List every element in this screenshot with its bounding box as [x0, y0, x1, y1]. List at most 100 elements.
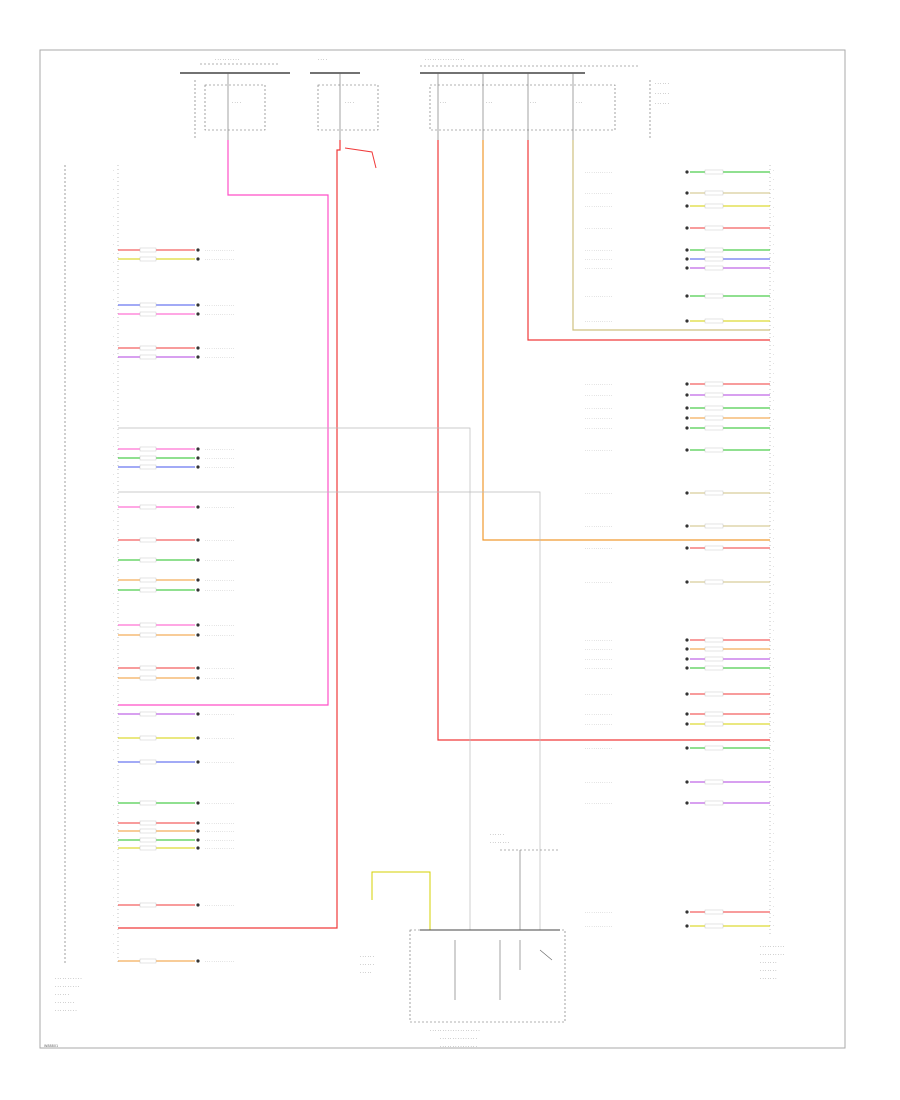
wire-tag [704, 381, 724, 387]
destination-label: · · · · · · · · · · · · · [585, 781, 612, 785]
destination-label: · · · · · · · · · · · · · [585, 547, 612, 551]
left-module-label: · · · · · · · · · · · · · · · · · · · · … [55, 976, 82, 1013]
pin-tick: · [773, 565, 774, 569]
red-short-wire [344, 147, 377, 169]
destination-label: · · · · · · · · · · · · · · [205, 448, 234, 452]
svg-text:· · · · · · · · · · · · · · ·: · · · · · · · · · · · · · · · [440, 1036, 477, 1041]
pin-tick: · [773, 896, 774, 900]
wire-tag [139, 354, 157, 360]
connector-dot [196, 578, 200, 582]
pin-tick: · [113, 463, 114, 467]
wire-tag [139, 711, 157, 717]
pin-tick: · [773, 767, 774, 771]
svg-text:· · ·: · · · [530, 100, 536, 105]
pin-tick: · [113, 730, 114, 734]
pin-tick: · [773, 905, 774, 909]
connector-dot [685, 924, 689, 928]
pin-tick: · [113, 629, 114, 633]
pin-tick: · [773, 316, 774, 320]
wire-tag [704, 800, 724, 806]
pin-tick: · [773, 675, 774, 679]
connector-dot [685, 406, 689, 410]
svg-text:· · · · · · ·: · · · · · · · [760, 968, 777, 973]
pin-tick: · [773, 390, 774, 394]
wire-tag [704, 545, 724, 551]
pin-tick: · [773, 657, 774, 661]
svg-text:· · · · · · · · · · ·: · · · · · · · · · · · [55, 976, 82, 981]
pin-tick: · [773, 923, 774, 927]
pin-tick: · [113, 592, 114, 596]
connector-dot [685, 448, 689, 452]
wire-tag [139, 902, 157, 908]
red-feed-wire-top [527, 140, 770, 341]
pin-tick: · [113, 482, 114, 486]
pin-tick: · [113, 362, 114, 366]
connector-dot [685, 319, 689, 323]
destination-label: · · · · · · · · · · · · · · [205, 847, 234, 851]
pin-tick: · [113, 169, 114, 173]
svg-text:· · · ·: · · · · [232, 100, 241, 105]
pin-tick: · [773, 169, 774, 173]
connector-dot [196, 666, 200, 670]
destination-label: · · · · · · · · · · · · · · [205, 822, 234, 826]
pin-tick: · [773, 739, 774, 743]
destination-label: · · · · · · · · · · · · · [585, 667, 612, 671]
pin-tick: · [113, 243, 114, 247]
diagram-frame [39, 49, 846, 1049]
fuse-box [180, 63, 651, 140]
pin-tick: · [113, 298, 114, 302]
svg-text:· · · · · · · · ·: · · · · · · · · · [55, 1008, 77, 1013]
connector-dot [196, 447, 200, 451]
destination-label: · · · · · · · · · · · · · · [205, 313, 234, 317]
connector-dot [685, 546, 689, 550]
pin-tick: · [113, 859, 114, 863]
destination-label: · · · · · · · · · · · · · [585, 192, 612, 196]
pin-tick: · [113, 316, 114, 320]
destination-label: · · · · · · · · · · · · · [585, 492, 612, 496]
left-wire-stubs: · · · · · · · · · · · · · · · · · · · · ·… [118, 247, 234, 964]
pin-tick: · [773, 279, 774, 283]
pin-tick: · [773, 381, 774, 385]
svg-text:· · ·: · · · [486, 100, 492, 105]
pin-tick: · [113, 822, 114, 826]
connector-dot [196, 257, 200, 261]
pin-tick: · [113, 776, 114, 780]
pin-tick: · [113, 749, 114, 753]
destination-label: · · · · · · · · · · · · · [585, 171, 612, 175]
connector-dot [685, 910, 689, 914]
destination-label: · · · · · · · · · · · · · [585, 267, 612, 271]
wire-tag [704, 656, 724, 662]
pin-tick: · [113, 647, 114, 651]
destination-label: · · · · · · · · · · · · · · [205, 579, 234, 583]
pin-tick: · [113, 519, 114, 523]
pin-tick: · [773, 509, 774, 513]
pin-tick: · [773, 519, 774, 523]
pin-tick: · [113, 758, 114, 762]
pin-tick: · [113, 427, 114, 431]
pin-tick: · [773, 555, 774, 559]
pin-tick: · [773, 261, 774, 265]
svg-text:· · · · · · · · · ·: · · · · · · · · · · [215, 57, 239, 62]
wire-tag [704, 711, 724, 717]
pin-tick: · [773, 592, 774, 596]
pin-tick: · [113, 528, 114, 532]
pin-tick: · [773, 206, 774, 210]
connector-dot [196, 676, 200, 680]
connector-dot [196, 846, 200, 850]
wire-tag [139, 302, 157, 308]
connector-dot [196, 760, 200, 764]
wire-tag [139, 837, 157, 843]
svg-text:· · · ·: · · · · [318, 57, 327, 62]
wire-tag [139, 759, 157, 765]
destination-label: · · · · · · · · · · · · · [585, 925, 612, 929]
svg-text:· · · ·: · · · · [345, 100, 354, 105]
ground-wire-a [118, 427, 471, 930]
pin-tick: · [113, 739, 114, 743]
connector-dot [685, 666, 689, 670]
bottom-component [371, 849, 566, 1023]
svg-text:· · · · · · · ·: · · · · · · · · [55, 1000, 74, 1005]
wire-tag [139, 665, 157, 671]
pin-tick: · [773, 574, 774, 578]
pin-tick: · [773, 914, 774, 918]
pin-tick: · [113, 813, 114, 817]
